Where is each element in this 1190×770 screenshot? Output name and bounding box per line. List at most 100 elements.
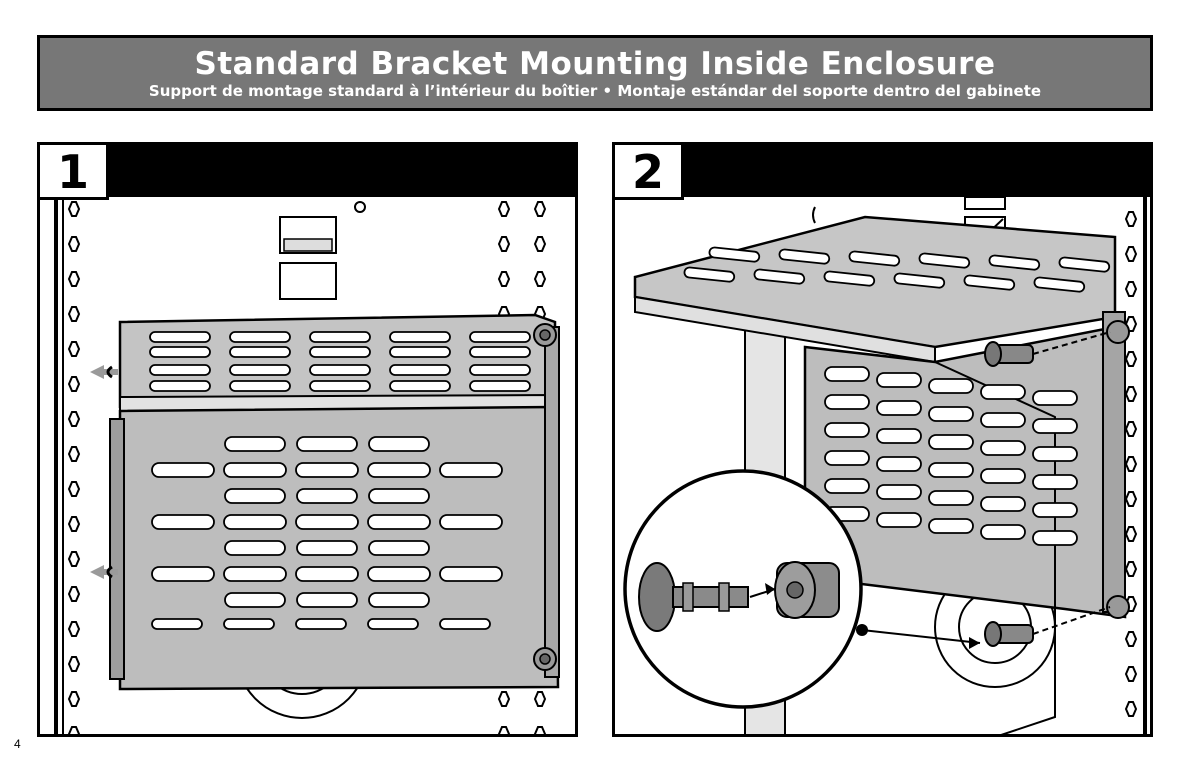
bracket-slot — [229, 380, 291, 392]
bracket-slot — [149, 380, 211, 392]
rail-hole — [67, 446, 81, 462]
rail-hole — [67, 551, 81, 567]
bracket-slot — [469, 380, 531, 392]
top-shelf-slots — [683, 246, 1111, 293]
step-1-panel: 1 — [37, 142, 578, 737]
bracket-slot — [295, 514, 359, 530]
bracket-slot — [439, 462, 503, 478]
bracket-slot — [928, 406, 974, 422]
bracket-slot — [928, 490, 974, 506]
bracket-slot — [988, 254, 1041, 271]
bracket-slot — [367, 618, 419, 630]
front-plate-slots — [824, 366, 1078, 546]
rail-hole — [1124, 246, 1138, 262]
bracket-slot — [824, 394, 870, 410]
bracket-slot — [824, 450, 870, 466]
bracket-slot — [229, 364, 291, 376]
bracket-slot — [149, 364, 211, 376]
step-1-header-bar — [40, 145, 575, 197]
bracket-slot — [368, 540, 430, 556]
bracket-slot — [876, 428, 922, 444]
rail-hole — [67, 271, 81, 287]
rail-hole — [1124, 281, 1138, 297]
rail-hole — [497, 271, 511, 287]
bracket-slot — [151, 514, 215, 530]
front-plate-slots — [151, 436, 503, 630]
rail-hole — [67, 481, 81, 497]
bracket-slot — [224, 436, 286, 452]
rail-hole — [497, 726, 511, 734]
bracket-slot — [367, 566, 431, 582]
bracket-slot — [295, 566, 359, 582]
title-banner: Standard Bracket Mounting Inside Enclosu… — [37, 35, 1153, 111]
bracket-slot — [309, 346, 371, 358]
bracket-slot — [1032, 446, 1078, 462]
rail-hole — [1124, 456, 1138, 472]
rail-hole — [1124, 631, 1138, 647]
bracket-slot — [928, 434, 974, 450]
page-title: Standard Bracket Mounting Inside Enclosu… — [194, 46, 996, 82]
step-2-number: 2 — [615, 145, 684, 200]
bracket-slot — [368, 488, 430, 504]
bracket-slot — [1032, 530, 1078, 546]
bracket-slot — [1032, 390, 1078, 406]
bracket-slot — [309, 364, 371, 376]
bracket-slot — [824, 478, 870, 494]
bracket-slot — [296, 436, 358, 452]
bracket-slot — [229, 346, 291, 358]
bracket-slot — [753, 268, 806, 285]
rail-hole — [533, 271, 547, 287]
bracket-slot — [389, 380, 451, 392]
page-number: 4 — [14, 737, 21, 751]
bracket-slot — [980, 440, 1026, 456]
top-plate-slots — [149, 331, 531, 392]
bracket-slot — [980, 496, 1026, 512]
bracket-slot — [389, 346, 451, 358]
bracket-slot — [1058, 256, 1111, 273]
bracket-slot — [389, 364, 451, 376]
rail-hole — [497, 691, 511, 707]
bracket-slot — [928, 378, 974, 394]
bracket-slot — [224, 540, 286, 556]
bracket-slot — [224, 592, 286, 608]
bracket-slot — [368, 436, 430, 452]
rail-hole — [67, 691, 81, 707]
bracket-slot — [224, 488, 286, 504]
rail-hole — [67, 656, 81, 672]
rail-hole — [1124, 526, 1138, 542]
step-1-number: 1 — [40, 145, 109, 200]
bracket-slot — [824, 422, 870, 438]
step-2-header-bar — [615, 145, 1150, 197]
step-1-illustration — [54, 197, 560, 734]
bracket-slot — [151, 566, 215, 582]
bracket-slot — [223, 618, 275, 630]
bracket-slot — [149, 331, 211, 343]
bracket-slot — [368, 592, 430, 608]
bracket-slot — [223, 566, 287, 582]
bracket-slot — [367, 462, 431, 478]
bracket-slot — [848, 250, 901, 267]
bracket-slot — [389, 331, 451, 343]
step-2-illustration — [623, 197, 1147, 734]
rail-hole — [1124, 386, 1138, 402]
bracket-slot — [229, 331, 291, 343]
bracket-slot — [928, 462, 974, 478]
rail-hole — [533, 201, 547, 217]
rail-hole — [67, 621, 81, 637]
bracket-slot — [963, 274, 1016, 291]
bracket-slot — [309, 380, 371, 392]
push-pin-top — [984, 331, 1111, 367]
rail-hole — [67, 306, 81, 322]
bracket-slot — [296, 540, 358, 556]
bracket-slot — [469, 346, 531, 358]
right-rail-holes — [1124, 211, 1138, 717]
bracket-slot — [309, 331, 371, 343]
page-subtitle: Support de montage standard à l’intérieu… — [148, 82, 1042, 100]
bracket-slot — [823, 270, 876, 287]
bracket-slot — [778, 248, 831, 265]
rail-hole — [67, 201, 81, 217]
bracket-slot — [928, 518, 974, 534]
bracket-slot — [439, 618, 491, 630]
bracket-slot — [151, 462, 215, 478]
rail-hole — [1124, 561, 1138, 577]
